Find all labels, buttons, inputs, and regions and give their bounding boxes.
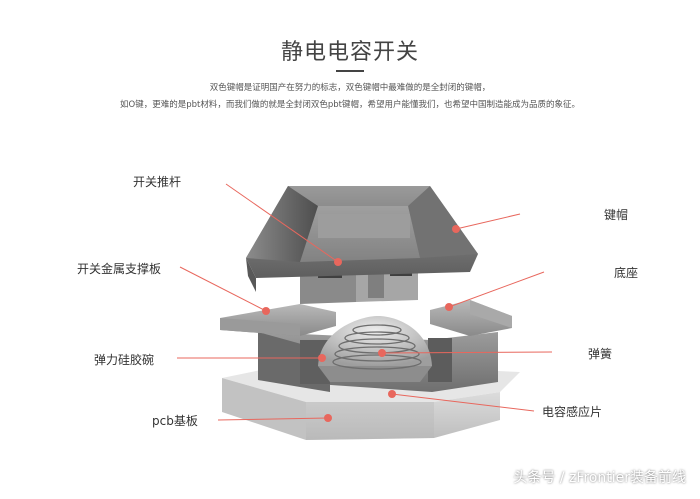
label-housing: 底座 bbox=[614, 266, 639, 280]
watermark-text: 头条号 / zFrontier装备前线 bbox=[513, 470, 686, 486]
keycap bbox=[246, 186, 478, 292]
marker-dots bbox=[262, 225, 460, 422]
title-underline bbox=[336, 70, 364, 72]
watermark: 头条号 / zFrontier装备前线 bbox=[513, 467, 686, 487]
spring bbox=[332, 324, 422, 370]
label-rubber-dome: 弹力硅胶碗 bbox=[94, 353, 155, 367]
label-keycap: 键帽 bbox=[604, 208, 629, 222]
label-capacitive-pad: 电容感应片 bbox=[542, 405, 603, 419]
page-title: 静电电容开关 bbox=[280, 40, 419, 65]
leader-lines bbox=[177, 183, 553, 421]
description-line-1: 双色键帽是证明国产在努力的标志，双色键帽中最难做的是全封闭的键帽， bbox=[209, 83, 491, 93]
description-line-2: 如O键，更难的是pbt材料，而我们做的就是全封闭双色pbt键帽，希望用户能懂我们… bbox=[120, 100, 580, 110]
label-spring: 弹簧 bbox=[588, 347, 613, 361]
label-pcb: pcb基板 bbox=[152, 414, 198, 428]
label-switch-stem: 开关推杆 bbox=[133, 175, 182, 189]
rubber-dome bbox=[318, 316, 432, 382]
label-metal-bracket: 开关金属支撑板 bbox=[77, 262, 162, 276]
